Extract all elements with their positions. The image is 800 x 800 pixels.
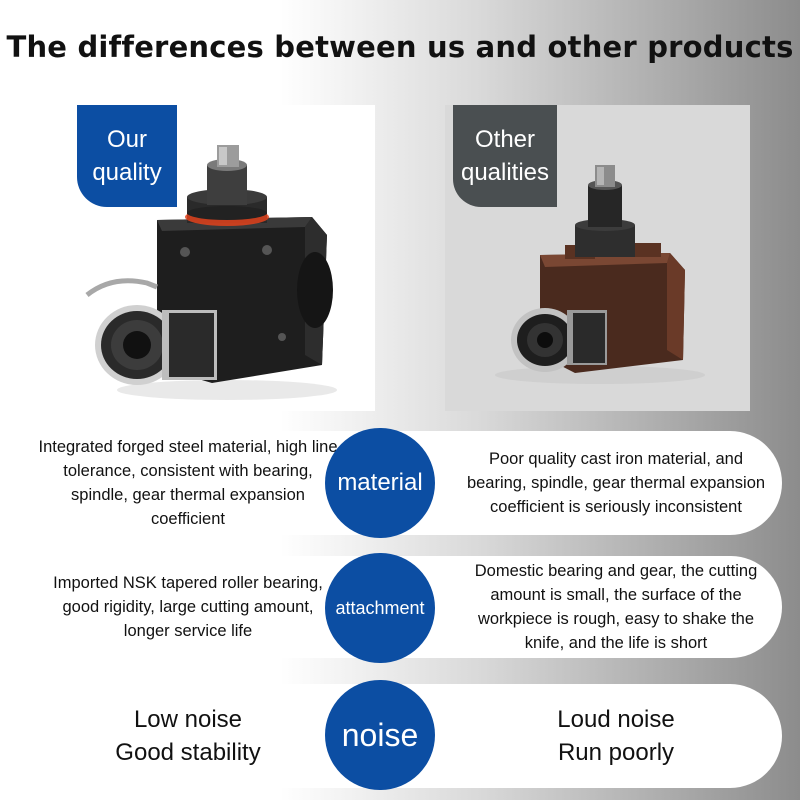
our-noise-line2: Good stability [115,739,261,766]
other-product-panel: Other qualities [445,105,750,411]
other-noise-line1: Loud noise [557,706,675,733]
our-noise-text: Low noise Good stability [38,684,338,788]
our-product-image [85,145,337,400]
our-quality-tag-line1: Our [106,126,147,153]
our-attachment-text: Imported NSK tapered roller bearing, goo… [53,574,323,640]
our-noise-line1: Low noise [133,706,243,733]
our-material-text: Integrated forged steel material, high l… [38,438,338,528]
other-product-image [495,165,705,384]
our-quality-tag-line2: quality [92,159,162,186]
other-qualities-tag-line2: qualities [460,159,550,186]
noise-label-badge: noise [325,680,435,790]
other-qualities-tag: Other qualities [453,105,557,207]
our-quality-tag: Our quality [77,105,177,207]
other-noise-text: Loud noise Run poorly [458,684,774,788]
page-title: The differences between us and other pro… [6,30,794,64]
other-attachment-text: Domestic bearing and gear, the cutting a… [474,562,758,652]
attachment-label-badge: attachment [325,553,435,663]
other-noise-line2: Run poorly [557,739,675,766]
other-material-text: Poor quality cast iron material, and bea… [466,450,766,516]
other-qualities-tag-line1: Other [474,126,536,153]
material-label-badge: material [325,428,435,538]
our-product-panel: Our quality [67,105,375,411]
